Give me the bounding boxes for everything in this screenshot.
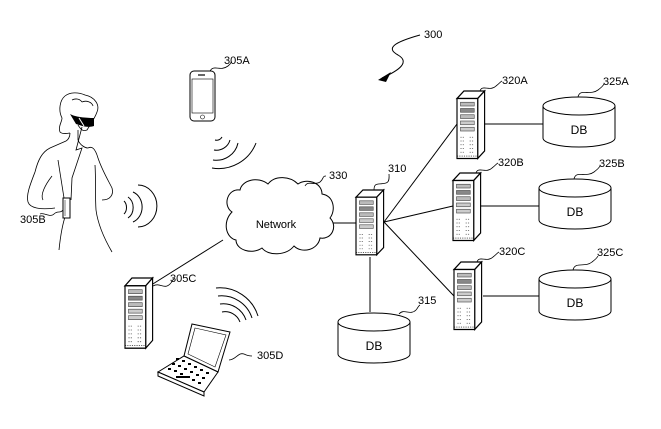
database-icon: [542, 96, 616, 148]
ref-330-label: 330: [329, 170, 347, 182]
backend-server-320c: 320C: [453, 246, 525, 331]
ref-320b-label: 320B: [498, 157, 524, 169]
ref-325a-label: 325A: [603, 76, 629, 88]
ref-315-label: 315: [418, 295, 436, 307]
database-325a: DB 325A: [542, 76, 629, 148]
ref-320c-label: 320C: [499, 246, 525, 258]
db-label: DB: [567, 205, 584, 219]
ref-305b-label: 305B: [20, 214, 46, 226]
network-cloud-330: Network 330: [225, 170, 347, 255]
db-label: DB: [567, 296, 584, 310]
laptop-icon: [156, 323, 231, 397]
ref-305d-label: 305D: [257, 350, 283, 362]
database-icon: [538, 269, 612, 321]
ref-325b-label: 325B: [599, 158, 625, 170]
network-label: Network: [256, 219, 297, 231]
smartphone-305a: 305A: [189, 55, 257, 170]
database-325c: DB 325C: [538, 247, 623, 321]
wireless-signal-icon: [123, 184, 158, 228]
person-figure-icon: [27, 92, 113, 253]
link-310-320c: [383, 221, 455, 297]
database-325b: DB 325B: [538, 158, 625, 230]
cloud-icon: [225, 177, 335, 255]
database-icon: [538, 178, 612, 230]
server-icon: [355, 189, 385, 256]
ref-305c-label: 305C: [170, 273, 196, 285]
wearable-device-icon: [62, 197, 71, 219]
client-server-305c: 305C: [124, 273, 196, 349]
database-icon: [337, 312, 411, 364]
ar-glasses-icon: [70, 114, 94, 127]
wireless-signal-icon: [211, 136, 257, 170]
figure-reference-300: 300: [378, 29, 442, 82]
link-305c-network: [147, 239, 224, 288]
server-icon: [456, 90, 486, 160]
server-icon: [452, 172, 482, 242]
ref-305a-label: 305A: [224, 55, 250, 67]
laptop-305d: 305D: [156, 287, 283, 397]
data-link-bolt: [70, 126, 83, 201]
db-label: DB: [571, 123, 588, 137]
server-icon: [124, 277, 154, 349]
connection-lines: [147, 123, 543, 312]
wireless-signal-icon: [215, 287, 259, 323]
ref-325c-label: 325C: [597, 247, 623, 259]
central-db-315: DB 315: [337, 295, 436, 364]
ref-300-label: 300: [424, 29, 442, 41]
central-server-310: 310: [355, 163, 406, 256]
link-310-320b: [383, 205, 454, 223]
ref-310-label: 310: [388, 163, 406, 175]
backend-server-320a: 320A: [456, 75, 528, 160]
link-310-320a: [383, 123, 458, 223]
user-with-wearable-305b: 305B: [20, 92, 158, 253]
server-icon: [453, 261, 483, 331]
ref-320a-label: 320A: [502, 75, 528, 87]
backend-server-320b: 320B: [452, 157, 524, 242]
db-label: DB: [366, 339, 383, 353]
